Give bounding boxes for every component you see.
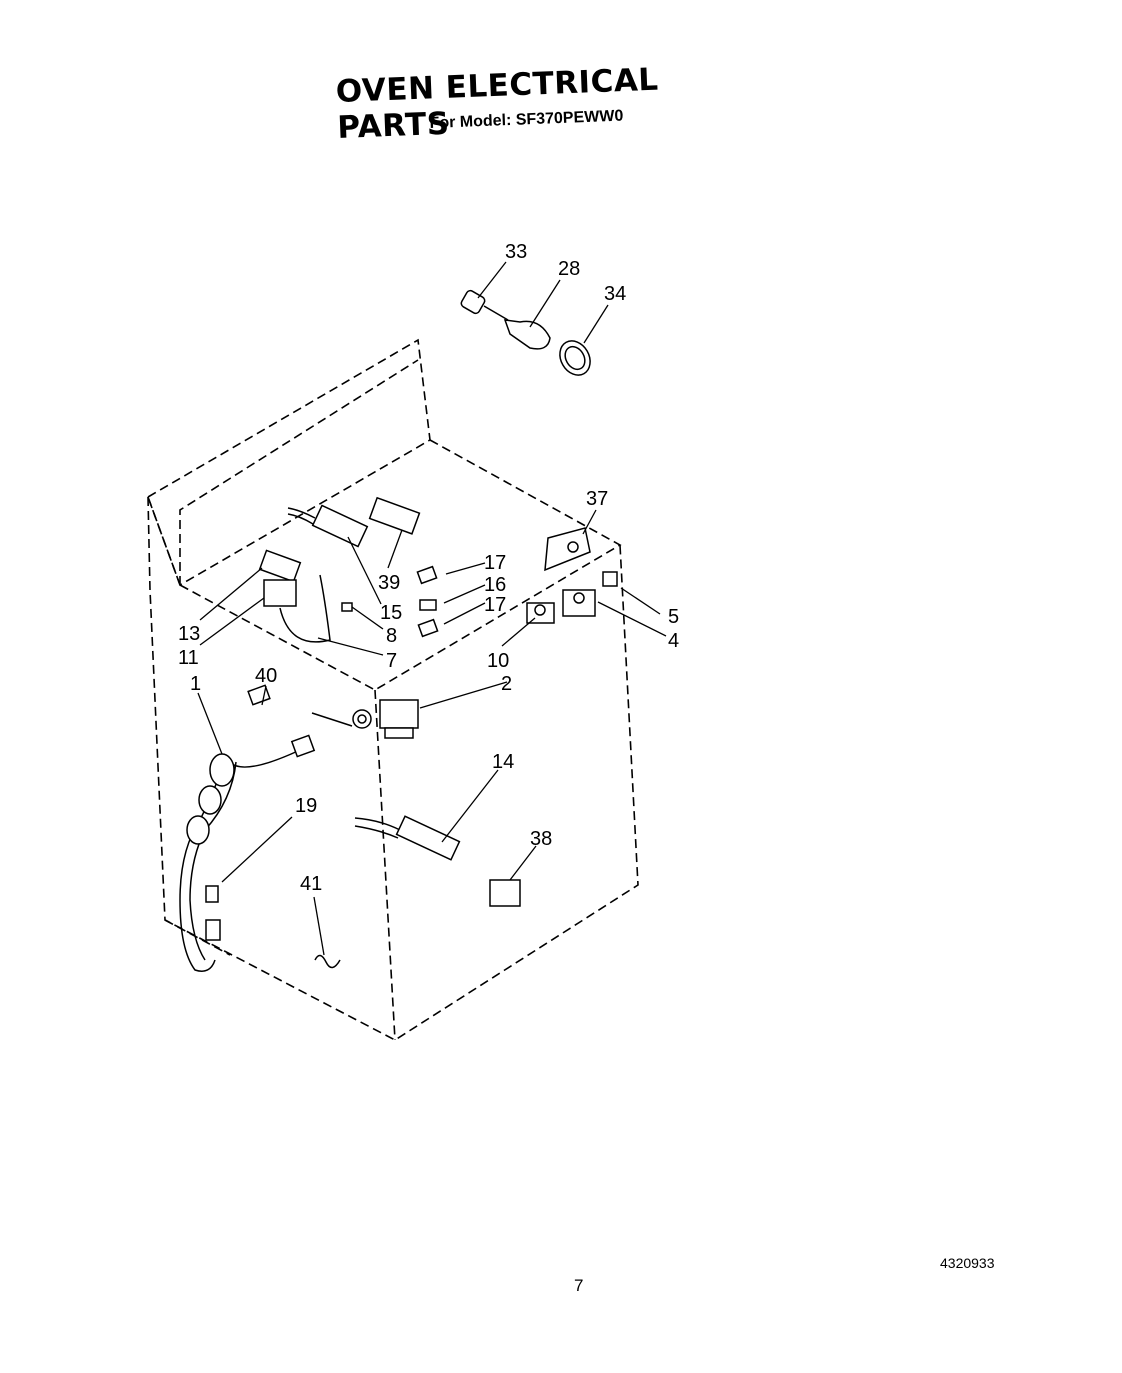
terminal-16: [419, 599, 437, 611]
top-panel-parts: [258, 496, 618, 643]
oven-thermostat-2: [311, 699, 419, 739]
callout-28: 28: [558, 258, 580, 280]
callout-17-lower: 17: [484, 594, 506, 616]
control-bracket: [368, 496, 421, 535]
callout-40: 40: [255, 665, 277, 687]
callout-19: 19: [295, 795, 317, 817]
callout-16: 16: [484, 574, 506, 596]
page-number: 7: [574, 1276, 584, 1295]
callout-11: 11: [178, 647, 199, 669]
callout-2: 2: [501, 673, 512, 695]
callout-15: 15: [380, 602, 402, 624]
insulator-17b: [417, 618, 439, 638]
callout-37: 37: [586, 488, 608, 510]
wire-41: [314, 954, 341, 969]
bracket-13: [258, 549, 302, 583]
callout-8: 8: [386, 625, 397, 647]
callout-17-upper: 17: [484, 552, 506, 574]
relay-11: [263, 579, 297, 607]
bracket-38: [489, 879, 521, 907]
callout-10: 10: [487, 650, 509, 672]
callout-labels: 33 28 34 37 39 17 16 17 5 4 13 11 15 8 7…: [178, 241, 679, 895]
cord-connector-40: [247, 684, 271, 706]
terminal-8: [341, 602, 353, 612]
element-14: [395, 815, 461, 861]
lower-parts: [314, 815, 521, 969]
callout-13: 13: [178, 623, 200, 645]
callout-1: 1: [190, 673, 201, 695]
callout-4: 4: [668, 630, 679, 652]
plug-19: [205, 885, 219, 903]
sensor-element: [311, 504, 369, 548]
power-cord-1: [179, 684, 316, 972]
callout-39: 39: [378, 572, 400, 594]
callout-34: 34: [604, 283, 626, 305]
callout-14: 14: [492, 751, 514, 773]
insulator-17a: [416, 565, 438, 585]
light-bulb: [503, 319, 551, 350]
mounting-bracket-37: [544, 527, 591, 572]
callout-5: 5: [668, 606, 679, 628]
callout-33: 33: [505, 241, 527, 263]
callout-41: 41: [300, 873, 322, 895]
callout-7: 7: [386, 650, 397, 672]
leader-lines: [197, 261, 667, 956]
oven-light-assembly: [460, 289, 591, 376]
cabinet-outline: [147, 338, 639, 1041]
switch-5: [602, 571, 618, 587]
document-number: 4320933: [940, 1255, 995, 1271]
callout-38: 38: [530, 828, 552, 850]
